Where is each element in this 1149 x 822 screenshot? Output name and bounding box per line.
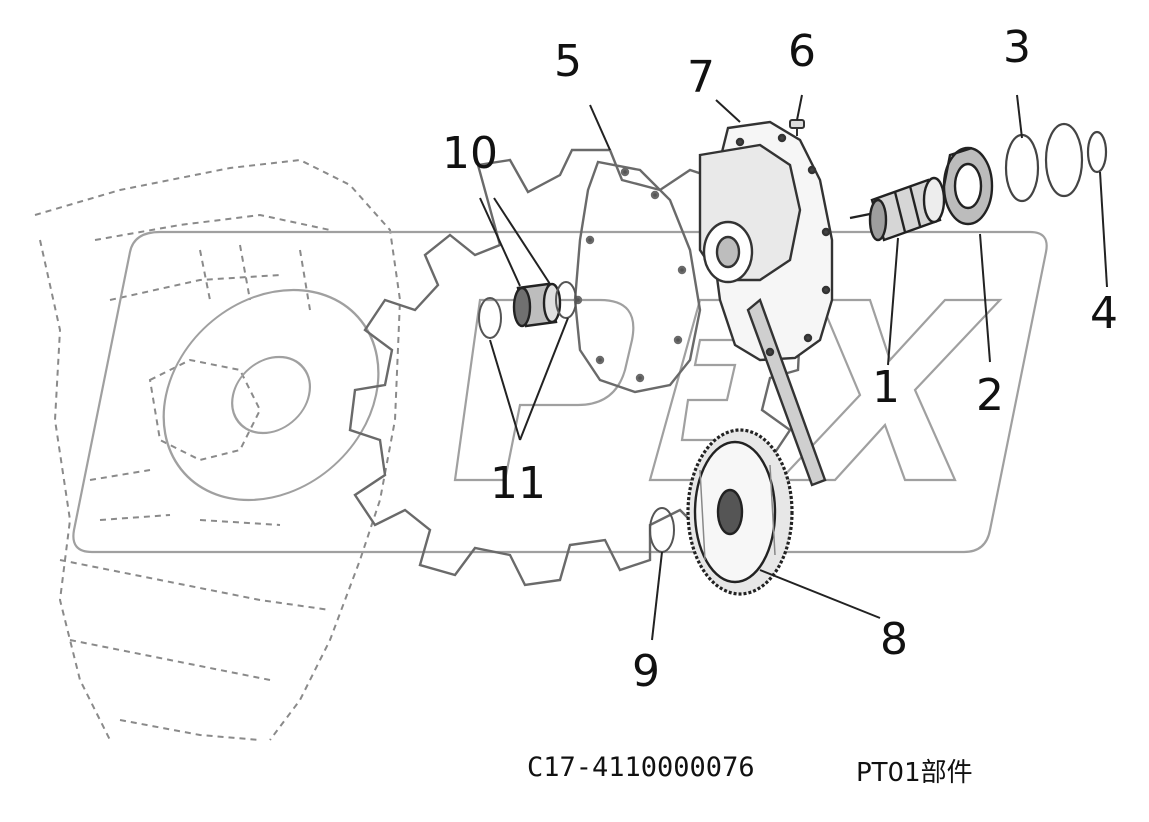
gear <box>686 428 794 596</box>
callout-10: 10 <box>442 128 498 179</box>
opex-watermark <box>72 230 1048 554</box>
callout-3: 3 <box>1003 22 1031 73</box>
callout-6: 6 <box>788 26 816 77</box>
part-code-caption: C17-4110000076 <box>527 752 755 783</box>
callout-2: 2 <box>976 370 1004 421</box>
assembly-name-caption: PT01部件 <box>856 758 973 788</box>
snap-rings <box>478 281 577 339</box>
engine-housing-sketch <box>34 158 402 741</box>
callout-4: 4 <box>1090 288 1118 339</box>
callout-9: 9 <box>632 646 660 697</box>
callout-11: 11 <box>490 458 546 509</box>
callout-labels: 1 2 3 4 5 6 7 8 9 10 11 <box>442 22 1118 697</box>
callout-8: 8 <box>880 614 908 665</box>
shaft <box>849 176 946 242</box>
callout-1: 1 <box>872 362 900 413</box>
bushing <box>512 282 562 328</box>
bolt <box>789 119 805 136</box>
bearing <box>942 146 994 226</box>
leader-lines <box>479 94 1108 641</box>
callout-7: 7 <box>687 52 715 103</box>
callout-5: 5 <box>554 36 582 87</box>
gear-washer <box>649 507 675 553</box>
cover-plate <box>698 120 834 487</box>
